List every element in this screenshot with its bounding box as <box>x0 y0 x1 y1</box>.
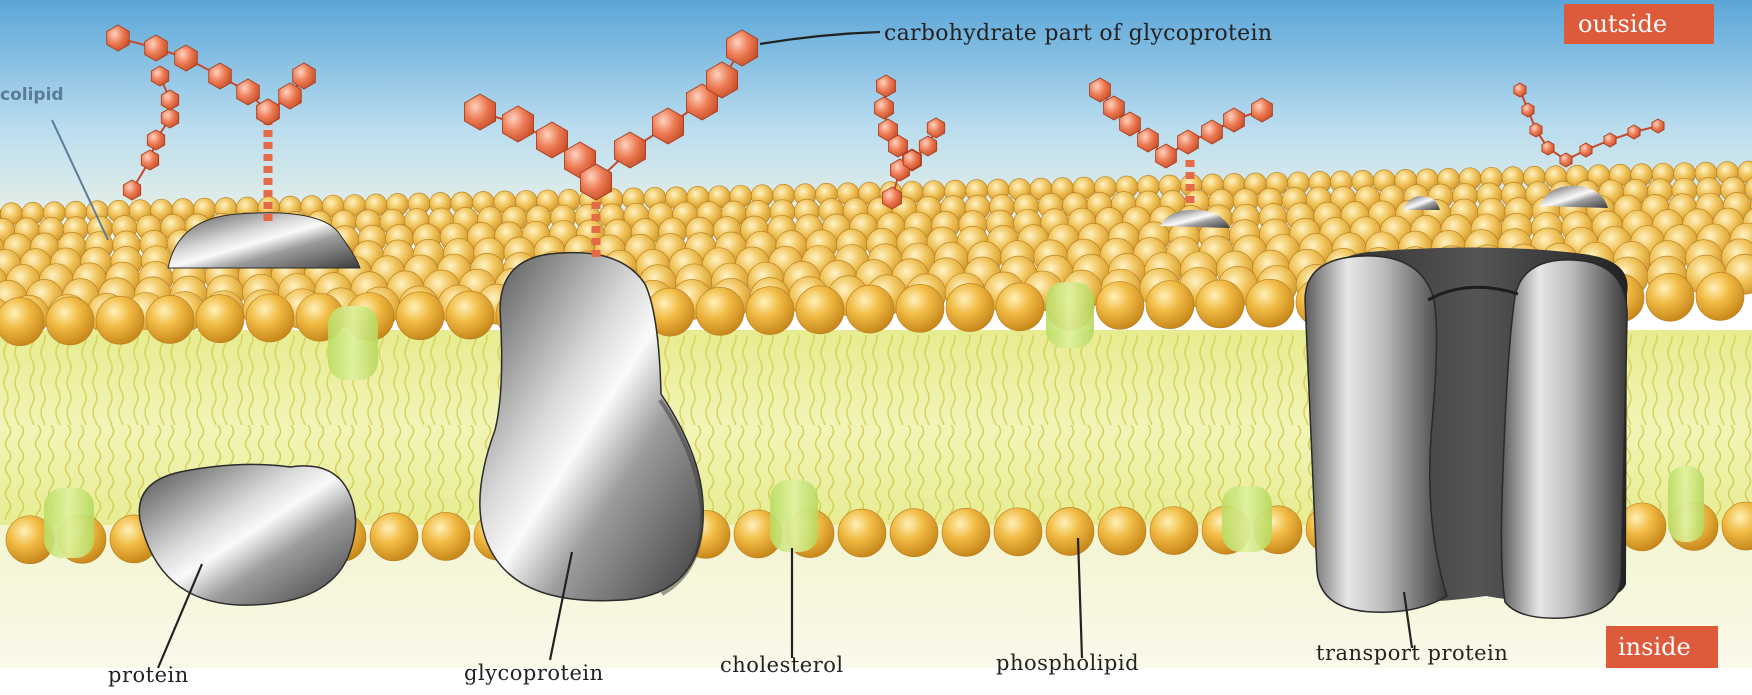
phospholipid-head <box>942 508 990 556</box>
phospholipid-head <box>246 294 294 342</box>
phospholipid-head <box>96 296 144 344</box>
sugar-unit <box>1530 123 1542 137</box>
phospholipid-head <box>946 284 994 332</box>
inside-tag: inside <box>1606 626 1718 668</box>
phospholipid-head <box>1150 507 1198 555</box>
cholesterol-4 <box>770 480 818 552</box>
sugar-unit <box>1542 141 1554 155</box>
cholesterol-6 <box>1668 466 1704 542</box>
sugar-unit <box>1628 125 1640 139</box>
cholesterol-5 <box>1222 486 1272 552</box>
phospholipid-head <box>46 297 94 345</box>
phospholipid-head <box>0 298 44 346</box>
phospholipid-head <box>422 512 470 560</box>
bottom-white <box>0 668 1752 695</box>
inside-tag-text: inside <box>1618 633 1691 661</box>
phospholipid-head <box>1046 507 1094 555</box>
outside-tag: outside <box>1564 4 1714 44</box>
phospholipid-head <box>196 295 244 343</box>
phospholipid-head <box>846 285 894 333</box>
label-protein: protein <box>108 663 189 687</box>
transport-protein-shape <box>1305 247 1628 618</box>
phospholipid-head <box>1696 272 1744 320</box>
phospholipid-head <box>796 286 844 334</box>
sugar-unit <box>1604 133 1616 147</box>
phospholipid-head <box>994 508 1042 556</box>
phospholipid-head <box>890 509 938 557</box>
label-cholesterol: cholesterol <box>720 653 844 677</box>
label-glycolipid-partial: colipid <box>0 85 64 105</box>
sugar-unit <box>1514 83 1526 97</box>
outside-tag-text: outside <box>1578 10 1667 38</box>
phospholipid-head <box>1196 280 1244 328</box>
cholesterol-1 <box>328 306 378 380</box>
phospholipid-head <box>1096 281 1144 329</box>
phospholipid-head <box>1098 507 1146 555</box>
cholesterol-2 <box>1046 282 1094 348</box>
label-carbohydrate: carbohydrate part of glycoprotein <box>884 21 1272 46</box>
phospholipid-head <box>1646 273 1694 321</box>
phospholipid-head <box>1246 279 1294 327</box>
sugar-unit <box>1522 103 1534 117</box>
phospholipid-head <box>1146 281 1194 329</box>
phospholipid-head <box>370 513 418 561</box>
cholesterol-3 <box>44 488 94 558</box>
phospholipid-head <box>446 291 494 339</box>
label-glycoprotein: glycoprotein <box>464 661 604 685</box>
phospholipid-head <box>996 283 1044 331</box>
phospholipid-head <box>696 287 744 335</box>
label-transport-protein: transport protein <box>1316 641 1508 665</box>
phospholipid-head <box>746 287 794 335</box>
phospholipid-head <box>896 284 944 332</box>
phospholipid-head <box>396 292 444 340</box>
sugar-unit <box>1580 143 1592 157</box>
sugar-unit <box>1560 153 1572 167</box>
label-phospholipid: phospholipid <box>996 651 1139 675</box>
sugar-unit <box>1652 119 1664 133</box>
phospholipid-head <box>146 295 194 343</box>
phospholipid-head <box>838 509 886 557</box>
